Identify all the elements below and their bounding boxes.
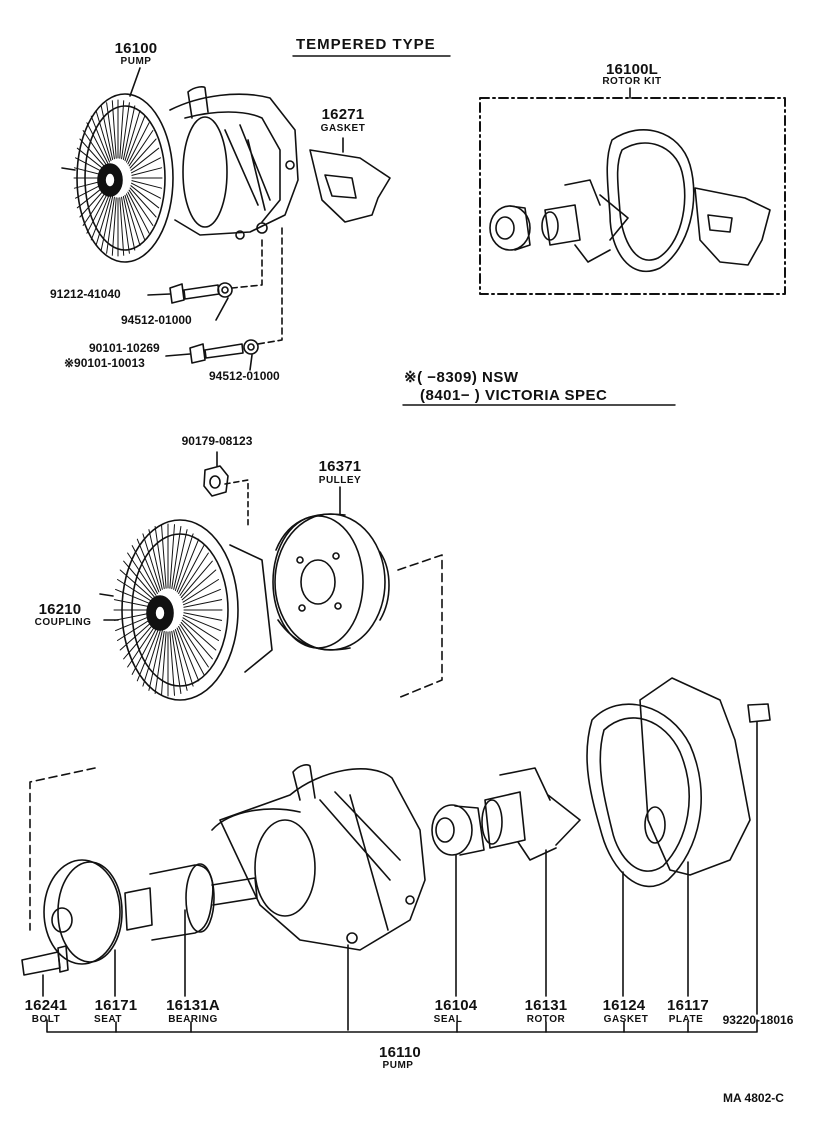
part-16131-name: ROTOR <box>526 1014 566 1025</box>
pulley-16371-number: 16371 <box>318 458 362 475</box>
part-16104-name: SEAL <box>433 1014 463 1025</box>
coupling-16210-name: COUPLING <box>34 617 92 628</box>
rotor-kit-number: 16100L <box>605 61 659 78</box>
gasket-16271-name: GASKET <box>320 123 366 134</box>
pump-16110-exploded-drawing <box>21 677 771 1033</box>
part-16124-number: 16124 <box>602 997 646 1014</box>
diagram-title: TEMPERED TYPE <box>296 36 436 53</box>
bolt-90101-10013-label: ※90101-10013 <box>64 356 145 370</box>
nut-90179-08123-label: 90179-08123 <box>181 434 253 448</box>
part-16131-number: 16131 <box>524 997 568 1014</box>
bolt-90101-10269-label: 90101-10269 <box>89 341 160 355</box>
diagram-code: MA 4802-C <box>723 1091 784 1105</box>
note-line-2: (8401− ) VICTORIA SPEC <box>420 387 608 404</box>
part-16117-number: 16117 <box>667 997 709 1014</box>
pulley-16371-name: PULLEY <box>318 475 362 486</box>
gasket-16271-number: 16271 <box>321 106 365 123</box>
pump-16100-drawing <box>61 67 391 371</box>
pump-16110-number: 16110 <box>379 1044 421 1061</box>
part-16241-number: 16241 <box>24 997 68 1014</box>
pump-16100-name: PUMP <box>120 56 152 67</box>
part-93220-18016-number: 93220-18016 <box>722 1013 794 1027</box>
pump-16100-number: 16100 <box>114 40 158 57</box>
coupling-16210-number: 16210 <box>38 601 82 618</box>
note-line-1: ※( −8309) NSW <box>404 369 519 386</box>
coupling-pulley-drawing <box>99 451 443 701</box>
washer-94512-01000-label-2: 94512-01000 <box>209 369 280 383</box>
part-16171-number: 16171 <box>94 997 138 1014</box>
bolt-91212-41040-label: 91212-41040 <box>50 287 121 301</box>
pump-16110-name: PUMP <box>382 1060 414 1071</box>
part-16117-name: PLATE <box>668 1014 704 1025</box>
part-16131A-name: BEARING <box>168 1014 218 1025</box>
part-16171-name: SEAT <box>94 1014 122 1025</box>
part-16124-name: GASKET <box>603 1014 649 1025</box>
rotor-kit-16100L-drawing <box>479 87 786 295</box>
part-16241-name: BOLT <box>31 1014 61 1025</box>
washer-94512-01000-label-1: 94512-01000 <box>121 313 192 327</box>
part-16131A-number: 16131A <box>166 997 220 1014</box>
part-16104-number: 16104 <box>434 997 478 1014</box>
rotor-kit-name: ROTOR KIT <box>602 76 662 87</box>
